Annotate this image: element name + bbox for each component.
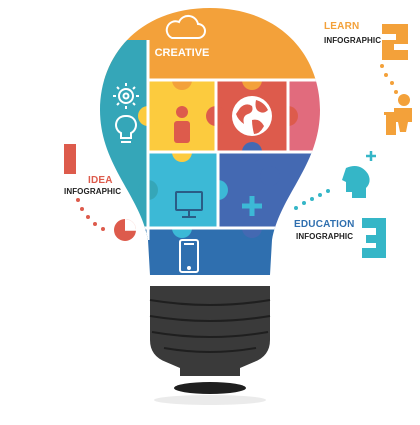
step-1-dots xyxy=(76,198,105,231)
step-1-subtitle: INFOGRAPHIC xyxy=(64,187,122,196)
lightbulb-icon xyxy=(115,114,137,143)
gear-icon xyxy=(113,83,139,109)
step-1-number-graphic xyxy=(64,144,76,174)
step-3-title: EDUCATION xyxy=(294,219,355,230)
step-2-subtitle: INFOGRAPHIC xyxy=(324,36,382,45)
step-1-title: IDEA xyxy=(88,175,113,186)
step-2-number-graphic xyxy=(382,24,408,60)
plus-icon xyxy=(242,196,262,216)
student-desk-icon xyxy=(384,94,412,135)
piece-cyan xyxy=(148,152,218,228)
monitor-icon xyxy=(175,191,203,218)
step-2-title: LEARN xyxy=(324,21,360,32)
step-2-dots xyxy=(380,64,398,94)
globe-icon xyxy=(232,96,272,136)
piece-teal xyxy=(100,40,148,240)
step-3-subtitle: INFOGRAPHIC xyxy=(296,232,354,241)
step-3-number-graphic xyxy=(362,218,386,258)
bulb-base xyxy=(149,286,271,405)
cloud-icon xyxy=(165,14,206,39)
pie-chart-icon xyxy=(114,219,136,241)
head-idea-icon xyxy=(342,151,376,198)
creative-label: CREATIVE xyxy=(155,47,210,59)
bulb-pieces xyxy=(100,8,320,275)
piece-blue xyxy=(218,152,320,228)
person-icon xyxy=(174,106,190,143)
step-3-dots xyxy=(294,189,330,210)
smartphone-icon xyxy=(179,239,199,273)
